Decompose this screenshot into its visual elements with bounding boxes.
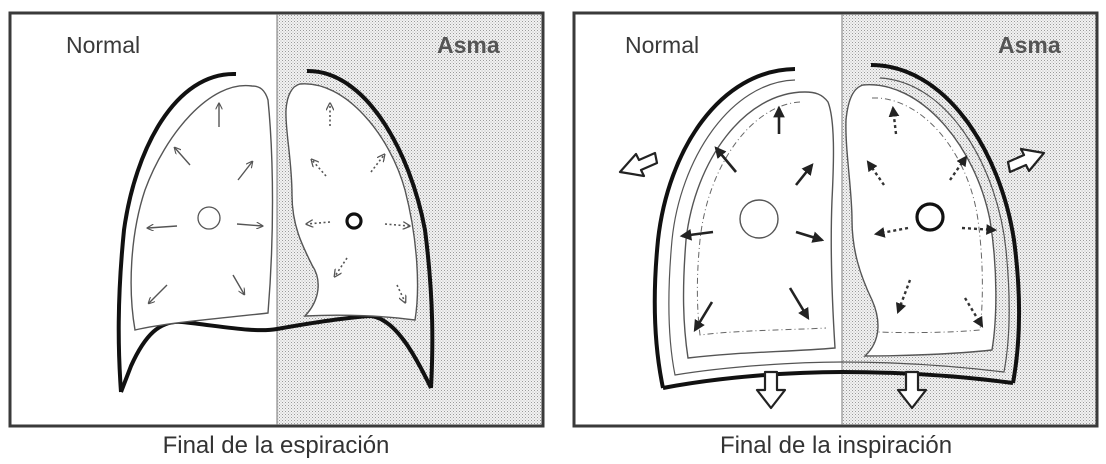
normal-airway-circle [740,200,778,238]
inspiration-diagram [0,0,1106,435]
asthma-label: Asma [998,32,1061,59]
inspiration-caption: Final de la inspiración [566,432,1106,460]
expansion-arrow-down-normal-icon [757,372,785,408]
normal-label: Normal [625,32,699,59]
asthma-airway-circle [917,204,943,230]
expiration-caption: Final de la espiración [6,432,546,460]
expansion-arrow-left-icon [620,153,657,176]
